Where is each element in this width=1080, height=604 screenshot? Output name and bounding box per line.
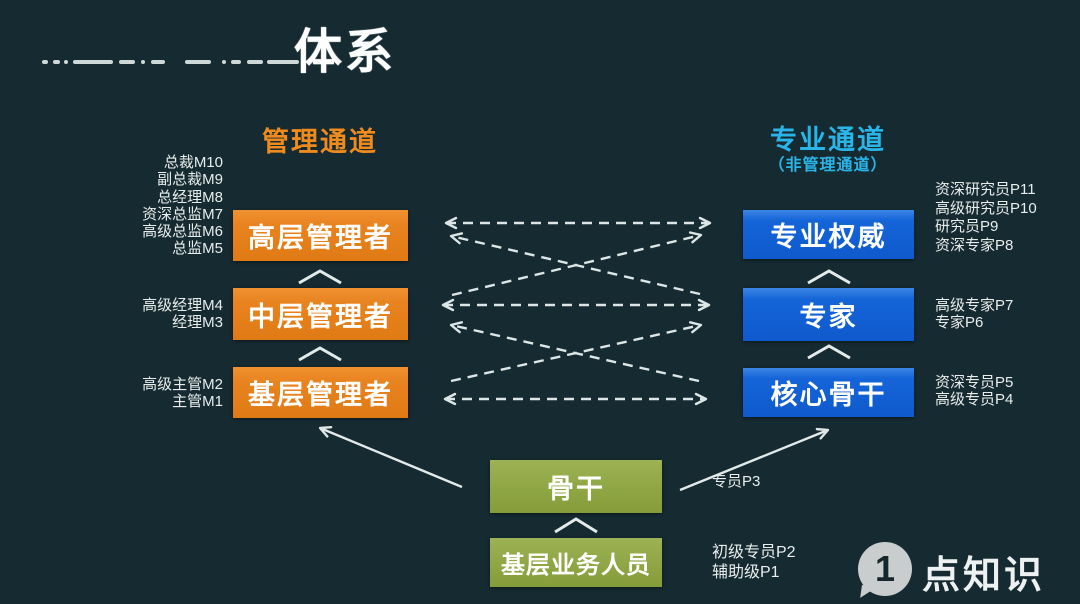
grade-label: 总监M5 bbox=[172, 240, 223, 258]
up-chevron-base bbox=[554, 517, 598, 534]
erased-title-mark bbox=[53, 60, 60, 64]
erased-title-mark bbox=[119, 60, 135, 64]
professional-channel-header: 专业通道 bbox=[770, 125, 886, 155]
management-grades-junior: 高级主管M2 主管M1 bbox=[60, 376, 223, 411]
professional-grades-senior: 资深研究员P11 高级研究员P10 研究员P9 资深专家P8 bbox=[935, 181, 1080, 255]
box-core-backbone: 核心骨干 bbox=[743, 368, 914, 417]
box-backbone: 骨干 bbox=[490, 460, 662, 513]
grade-label: 副总裁M9 bbox=[157, 171, 223, 189]
grade-label: 高级主管M2 bbox=[142, 376, 223, 393]
erased-title-mark bbox=[231, 60, 241, 64]
grade-label: 主管M1 bbox=[172, 393, 223, 411]
management-channel-header: 管理通道 bbox=[262, 127, 378, 157]
erased-title-mark bbox=[247, 60, 263, 64]
up-chevron-management-1 bbox=[298, 269, 342, 285]
grade-label: 高级研究员P10 bbox=[935, 199, 1037, 217]
grade-label: 研究员P9 bbox=[935, 218, 999, 236]
grade-label: 总经理M8 bbox=[157, 188, 223, 206]
grade-label: 辅助级P1 bbox=[712, 564, 780, 581]
grade-label: 资深研究员P11 bbox=[935, 181, 1036, 198]
grade-label: 总裁M10 bbox=[163, 154, 223, 171]
grade-label: 资深总监M7 bbox=[142, 205, 223, 223]
watermark-badge-number: 1 bbox=[874, 548, 896, 589]
grade-label: 资深专员P5 bbox=[935, 374, 1014, 391]
grade-label: 经理M3 bbox=[172, 314, 223, 332]
erased-title-mark bbox=[73, 60, 113, 64]
up-chevron-management-2 bbox=[298, 346, 342, 362]
grade-label: 专家P6 bbox=[935, 314, 984, 332]
professional-channel-subheader: （非管理通道） bbox=[768, 157, 888, 174]
box-expert: 专家 bbox=[743, 288, 914, 341]
box-label: 专家 bbox=[799, 302, 858, 332]
promotion-arrow-core-backbone-to-middle-manager bbox=[449, 321, 700, 383]
grade-label: 高级专员P4 bbox=[935, 391, 1014, 409]
box-middle-managers: 中层管理者 bbox=[233, 288, 408, 340]
box-label: 中层管理者 bbox=[248, 301, 393, 332]
promotion-arrow-backbone-to-junior-manager bbox=[318, 426, 463, 489]
box-label: 基层业务人员 bbox=[501, 552, 651, 579]
box-label: 核心骨干 bbox=[770, 380, 887, 410]
promotion-arrow-middle-manager-to-authority bbox=[451, 231, 703, 297]
grade-label-p3: 专员P3 bbox=[712, 473, 761, 490]
erased-title-mark bbox=[42, 60, 48, 64]
grade-label: 资深专家P8 bbox=[935, 236, 1014, 254]
box-junior-managers: 基层管理者 bbox=[233, 367, 408, 418]
erased-title-mark bbox=[151, 60, 165, 64]
up-chevron-professional-2 bbox=[807, 344, 851, 360]
watermark-name: 点知识 bbox=[922, 555, 1046, 597]
entry-grades: 初级专员P2 辅助级P1 bbox=[712, 543, 796, 583]
box-label: 专业权威 bbox=[770, 222, 887, 252]
management-grades-middle: 高级经理M4 经理M3 bbox=[60, 297, 223, 332]
professional-grades-middle: 高级专家P7 专家P6 bbox=[935, 297, 1080, 332]
erased-title-mark bbox=[222, 60, 226, 64]
grade-label: 高级经理M4 bbox=[142, 297, 223, 314]
promotion-arrow-expert-to-senior-manager bbox=[449, 232, 701, 296]
box-label: 高层管理者 bbox=[248, 223, 393, 253]
page-title: 体系 bbox=[294, 26, 397, 79]
erased-title-mark bbox=[185, 60, 211, 64]
erased-title-mark bbox=[141, 60, 145, 64]
box-label: 基层管理者 bbox=[248, 380, 393, 410]
grade-label: 初级专员P2 bbox=[712, 544, 796, 561]
up-chevron-professional-1 bbox=[807, 269, 851, 285]
grade-label: 高级总监M6 bbox=[142, 223, 223, 241]
management-grades-senior: 总裁M10 副总裁M9 总经理M8 资深总监M7 高级总监M6 总监M5 bbox=[60, 154, 223, 258]
box-senior-managers: 高层管理者 bbox=[233, 210, 408, 261]
promotion-arrow-junior-manager-to-expert bbox=[450, 321, 703, 383]
grade-label: 高级专家P7 bbox=[935, 297, 1014, 314]
professional-grades-junior: 资深专员P5 高级专员P4 bbox=[935, 374, 1080, 409]
watermark-badge-icon: 1 bbox=[858, 542, 912, 596]
box-professional-authority: 专业权威 bbox=[743, 210, 914, 259]
box-label: 骨干 bbox=[547, 474, 605, 504]
box-entry-staff: 基层业务人员 bbox=[490, 538, 662, 587]
erased-title-mark bbox=[64, 60, 68, 64]
erased-title-mark bbox=[267, 60, 299, 64]
